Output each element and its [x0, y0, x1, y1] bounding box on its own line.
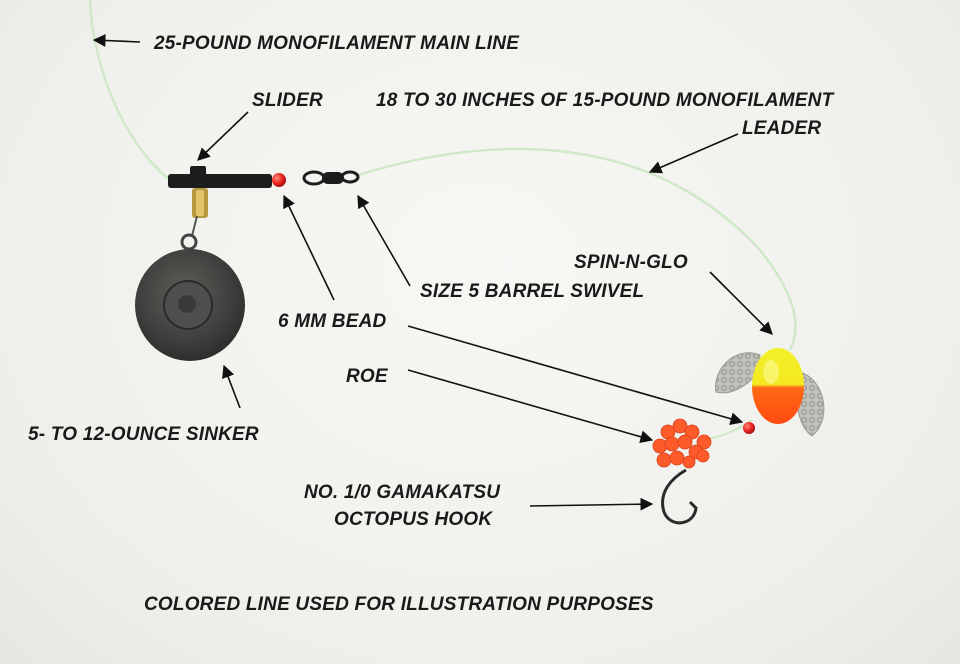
- label-spin-n-glo: SPIN-N-GLO: [574, 252, 688, 273]
- label-main-line: 25-POUND MONOFILAMENT MAIN LINE: [153, 33, 520, 54]
- slider: [168, 166, 272, 218]
- arrow-sinker: [222, 364, 241, 409]
- arrow-main-line: [92, 34, 141, 47]
- arrow-swivel: [357, 194, 411, 287]
- footer-note: COLORED LINE USED FOR ILLUSTRATION PURPO…: [144, 594, 654, 615]
- main-line: [88, 0, 171, 181]
- label-leader-2: LEADER: [742, 118, 821, 139]
- arrow-spin-n-glo: [709, 271, 773, 335]
- hook: [661, 468, 698, 525]
- label-swivel: SIZE 5 BARREL SWIVEL: [420, 281, 644, 302]
- label-hook-2: OCTOPUS HOOK: [334, 509, 493, 530]
- arrow-hook: [529, 497, 654, 511]
- arrow-bead-slider: [283, 194, 335, 301]
- arrow-bead-spinner: [407, 325, 744, 425]
- sinker: [135, 215, 245, 361]
- spin-n-glo: [715, 348, 825, 437]
- slider-bead: [272, 173, 286, 187]
- label-sinker: 5- TO 12-OUNCE SINKER: [28, 424, 259, 445]
- label-bead: 6 MM BEAD: [278, 311, 386, 332]
- label-slider: SLIDER: [252, 90, 323, 111]
- arrow-leader: [648, 133, 739, 174]
- spinner-bead: [743, 422, 755, 434]
- label-hook-1: NO. 1/0 GAMAKATSU: [304, 482, 501, 503]
- roe-cluster: [652, 418, 712, 469]
- arrow-roe: [407, 369, 654, 443]
- arrow-slider: [197, 111, 249, 161]
- label-leader-1: 18 TO 30 INCHES OF 15-POUND MONOFILAMENT: [376, 90, 835, 111]
- barrel-swivel: [302, 170, 360, 186]
- label-roe: ROE: [346, 366, 389, 387]
- leader-line: [354, 147, 797, 351]
